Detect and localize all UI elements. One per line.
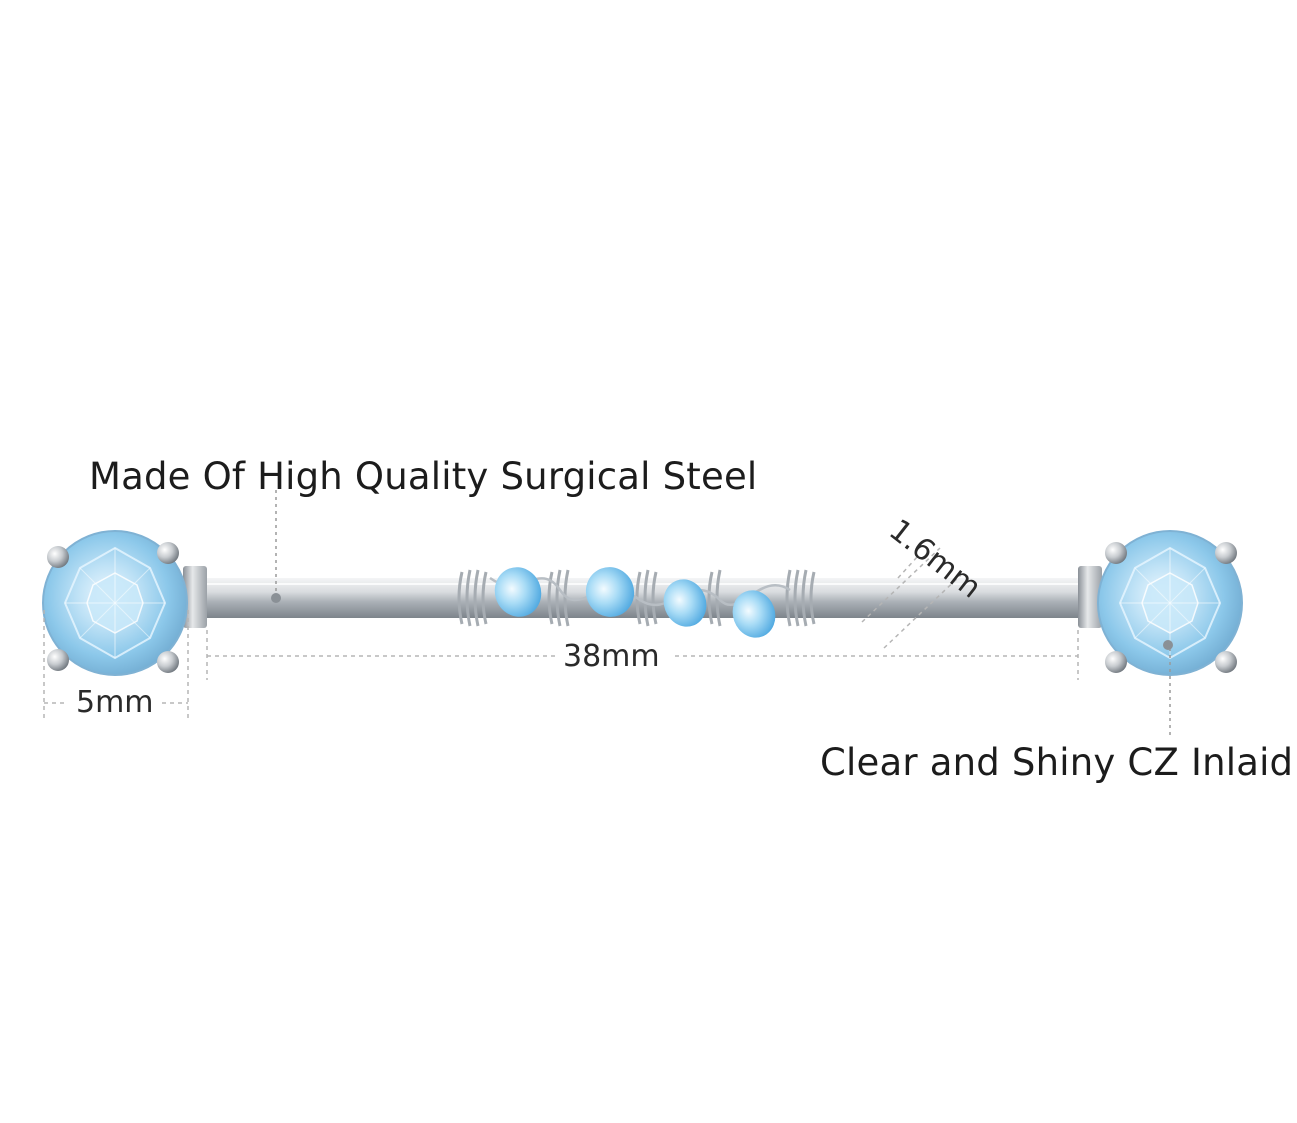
stone-callout: Clear and Shiny CZ Inlaid [820,741,1294,784]
bead [732,590,776,638]
material-callout: Made Of High Quality Surgical Steel [89,455,758,498]
left-cz-stone [42,530,188,676]
barbell-bar [200,578,1086,618]
bead [663,579,707,627]
ball-diameter-label: 5mm [76,685,154,720]
bead [585,567,635,617]
cz-leader [1163,640,1173,735]
steel-leader [271,490,281,603]
length-label: 38mm [563,639,660,674]
gauge-dimension-line [861,547,963,649]
length-dimension-line [206,630,1079,680]
opal-beads [494,567,776,638]
left-end-cap [183,566,207,628]
bead [494,567,542,617]
right-end-cap [1078,566,1102,628]
diameter-dimension-line [43,610,189,722]
right-cz-stone [1097,530,1243,676]
